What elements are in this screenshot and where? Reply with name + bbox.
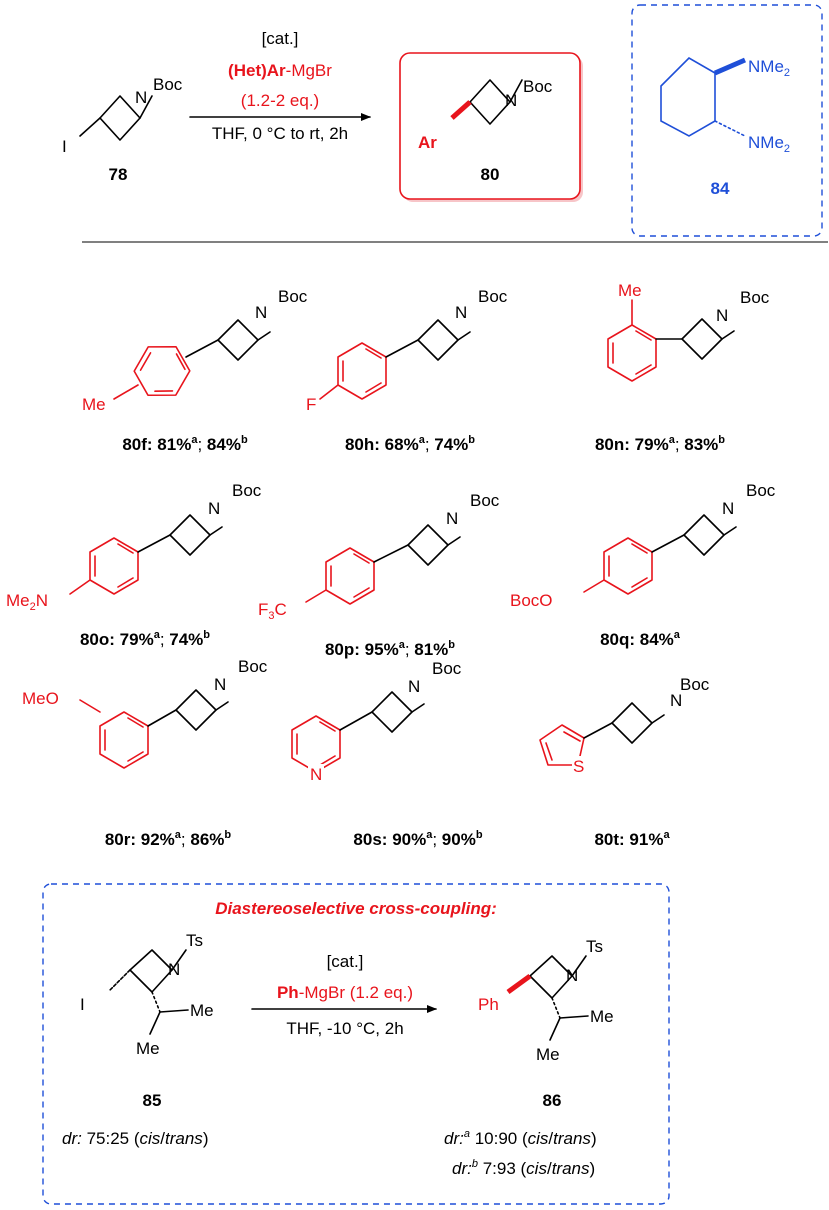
trifluoromethyl-substituent: F3C (258, 600, 287, 622)
methyl-substituent: Me (82, 395, 106, 414)
methyl-label: Me (190, 1001, 214, 1020)
grignard-label: Ph-MgBr (1.2 eq.) (277, 983, 413, 1002)
nitrogen-label: N (455, 303, 467, 322)
compound-id-85: 85 (143, 1091, 162, 1110)
entry-yield: 80f: 81%a; 84%b (122, 434, 248, 454)
entry-yield: 80r: 92%a; 86%b (105, 829, 232, 849)
methoxy-substituent: MeO (22, 689, 59, 708)
methyl-label: Me (536, 1045, 560, 1064)
boc-label: Boc (523, 77, 553, 96)
entry-80q: BocO N Boc 80q: 84%a (510, 481, 776, 649)
box-title: Diastereoselective cross-coupling: (215, 899, 497, 918)
catalyst-label: [cat.] (327, 952, 364, 971)
boc-label: Boc (478, 287, 508, 306)
boc-label: Boc (432, 659, 462, 678)
nitrogen-label: N (716, 306, 728, 325)
boc-label: Boc (746, 481, 776, 500)
compound-id-84: 84 (711, 179, 730, 198)
pyridine-nitrogen: N (310, 765, 322, 784)
methyl-label: Me (590, 1007, 614, 1026)
entry-80r: MeO N Boc 80r: 92%a; 86%b (22, 657, 268, 849)
iodo-label: I (62, 137, 67, 156)
nitrogen-label: N (208, 499, 220, 518)
entry-yield: 80t: 91%a (594, 829, 670, 849)
entry-yield: 80q: 84%a (600, 629, 681, 649)
grignard-label: (Het)Ar-MgBr (228, 61, 332, 80)
entry-80s: N N Boc 80s: 90%a; 90%b (291, 659, 483, 849)
solvent-label: THF, -10 °C, 2h (286, 1019, 403, 1038)
compound-id-78: 78 (109, 165, 128, 184)
nitrogen-label: N (255, 303, 267, 322)
tosyl-label: Ts (586, 937, 603, 956)
entry-80f: Me N Boc 80f: 81%a; 84%b (82, 287, 308, 454)
starting-material-78: I N Boc 78 (62, 75, 183, 184)
boc-oxy-substituent: BocO (510, 591, 553, 610)
compound-id-86: 86 (543, 1091, 562, 1110)
nitrogen-label: N (214, 675, 226, 694)
nitrogen-label: N (135, 88, 147, 107)
boc-label: Boc (153, 75, 183, 94)
iodo-label: I (80, 995, 85, 1014)
entry-yield: 80p: 95%a; 81%b (325, 639, 455, 659)
entry-80o: Me2N N Boc 80o: 79%a; 74%b (6, 481, 262, 649)
dr-86-a: dr:a 10:90 (cis/trans) (444, 1128, 597, 1148)
entry-yield: 80o: 79%a; 74%b (80, 629, 210, 649)
boc-label: Boc (278, 287, 308, 306)
entry-yield: 80n: 79%a; 83%b (595, 434, 725, 454)
dimethylamino-substituent: Me2N (6, 591, 48, 613)
boc-label: Boc (232, 481, 262, 500)
entry-yield: 80s: 90%a; 90%b (353, 829, 482, 849)
phenyl-label: Ph (478, 995, 499, 1014)
aryl-label: Ar (418, 133, 437, 152)
nme2-label: NMe2 (748, 133, 790, 155)
boc-label: Boc (680, 675, 710, 694)
dr-85: dr: 75:25 (cis/trans) (62, 1129, 208, 1148)
catalyst-label: [cat.] (262, 29, 299, 48)
methyl-substituent: Me (618, 281, 642, 300)
boc-label: Boc (740, 288, 770, 307)
nitrogen-label: N (566, 966, 578, 985)
tosyl-label: Ts (186, 931, 203, 950)
boc-label: Boc (238, 657, 268, 676)
nitrogen-label: N (168, 960, 180, 979)
dr-86-b: dr:b 7:93 (cis/trans) (452, 1158, 595, 1178)
equiv-label: (1.2-2 eq.) (241, 91, 319, 110)
entry-80n: Me N Boc 80n: 79%a; 83%b (595, 281, 770, 454)
entry-80h: F N Boc 80h: 68%a; 74%b (306, 287, 508, 454)
entry-80t: S N Boc 80t: 91%a (539, 675, 710, 849)
ligand-84-box: NMe2 NMe2 84 (631, 4, 823, 237)
product-80-box: Ar N Boc 80 (399, 52, 583, 202)
fluoro-substituent: F (306, 395, 316, 414)
entry-yield: 80h: 68%a; 74%b (345, 434, 475, 454)
nitrogen-label: N (408, 677, 420, 696)
entry-80p: F3C N Boc 80p: 95%a; 81%b (258, 491, 500, 659)
boc-label: Boc (470, 491, 500, 510)
reaction-conditions-top: [cat.] (Het)Ar-MgBr (1.2-2 eq.) THF, 0 °… (189, 29, 371, 143)
nitrogen-label: N (722, 499, 734, 518)
nme2-label: NMe2 (748, 57, 790, 79)
nitrogen-label: N (670, 691, 682, 710)
nitrogen-label: N (446, 509, 458, 528)
solvent-label: THF, 0 °C to rt, 2h (212, 124, 348, 143)
diastereoselective-box: Diastereoselective cross-coupling: I N T… (42, 883, 670, 1205)
nitrogen-label: N (505, 91, 517, 110)
compound-id-80: 80 (481, 165, 500, 184)
methyl-label: Me (136, 1039, 160, 1058)
thiophene-sulfur: S (573, 757, 584, 776)
